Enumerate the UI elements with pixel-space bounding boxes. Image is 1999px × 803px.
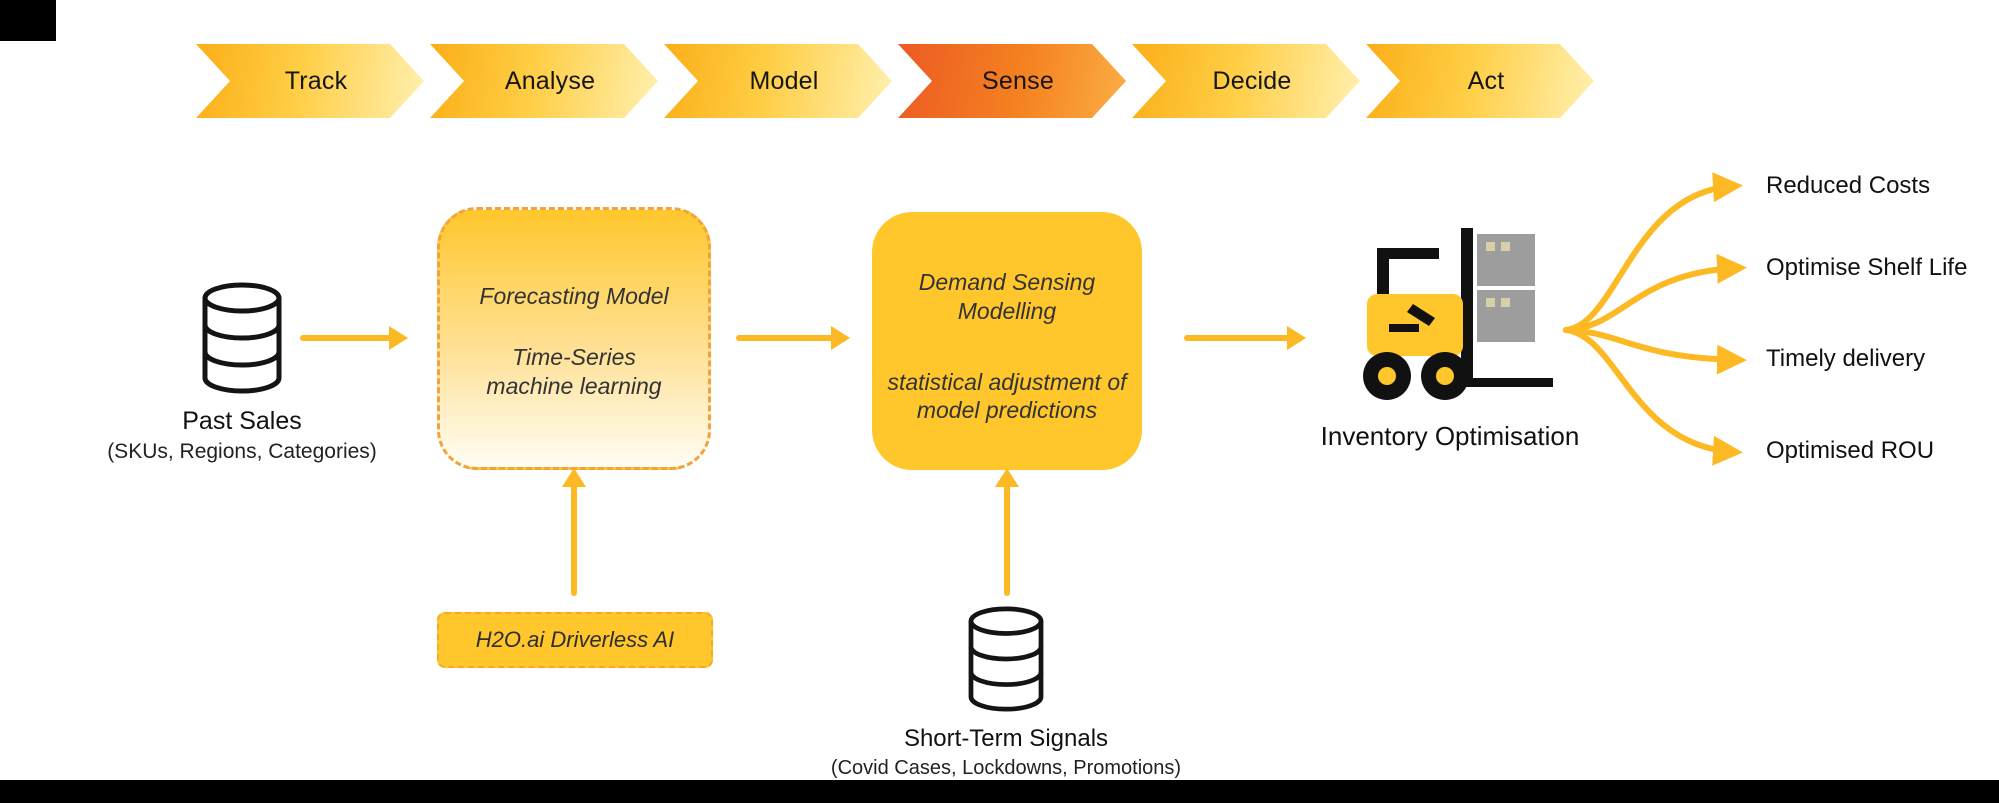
arrow-h2o-to-forecast (571, 484, 577, 596)
top-left-black-bar (0, 0, 56, 41)
outcome-optimised-rou: Optimised ROU (1766, 437, 1935, 464)
arrow-forecast-to-demand (736, 335, 834, 341)
bottom-black-bar (0, 780, 1999, 803)
short-term-signals-subtitle: (Covid Cases, Lockdowns, Promotions) (830, 757, 1182, 779)
arrow-past-to-forecast (300, 335, 392, 341)
stage-chevron-sense: Sense (898, 44, 1126, 118)
stage-chevron-analyse: Analyse (430, 44, 658, 118)
h2o-driverless-ai-box: H2O.ai Driverless AI (437, 612, 713, 668)
database-icon (968, 606, 1044, 712)
outcome-optimise-shelf-life: Optimise Shelf Life (1766, 254, 1968, 281)
arrow-signals-to-demand (1004, 484, 1010, 596)
arrow-demand-to-inventory (1184, 335, 1290, 341)
process-stage-bar: Track Analyse Model Sense Decide Act (196, 44, 1594, 118)
stage-chevron-act: Act (1366, 44, 1594, 118)
inventory-title: Inventory Optimisation (1320, 421, 1580, 451)
short-term-signals-title: Short-Term Signals (903, 725, 1109, 752)
forecasting-model-box: Forecasting Model Time-Series machine le… (437, 207, 711, 470)
past-sales-subtitle: (SKUs, Regions, Categories) (107, 440, 377, 463)
forecasting-line1: Forecasting Model (479, 283, 669, 309)
past-sales-node: Past Sales (SKUs, Regions, Categories) (92, 282, 392, 464)
fanout-arrows (1563, 172, 1747, 466)
outcome-reduced-costs: Reduced Costs (1766, 172, 1931, 199)
database-icon (202, 282, 282, 394)
h2o-label: H2O.ai Driverless AI (475, 627, 675, 652)
demand-sensing-line1: Demand Sensing Modelling (918, 269, 1096, 324)
stage-chevron-decide: Decide (1132, 44, 1360, 118)
forecasting-line2: Time-Series machine learning (486, 343, 662, 399)
forklift-icon (1363, 228, 1553, 400)
demand-sensing-box: Demand Sensing Modelling statistical adj… (872, 212, 1142, 470)
outcome-timely-delivery: Timely delivery (1766, 345, 1926, 372)
stage-chevron-track: Track (196, 44, 424, 118)
past-sales-title: Past Sales (182, 407, 302, 435)
stage-chevron-model: Model (664, 44, 892, 118)
short-term-signals-node: Short-Term Signals (Covid Cases, Lockdow… (830, 606, 1182, 780)
inventory-node: Inventory Optimisation (1318, 228, 1582, 452)
demand-sensing-line2: statistical adjustment of model predicti… (887, 368, 1127, 424)
